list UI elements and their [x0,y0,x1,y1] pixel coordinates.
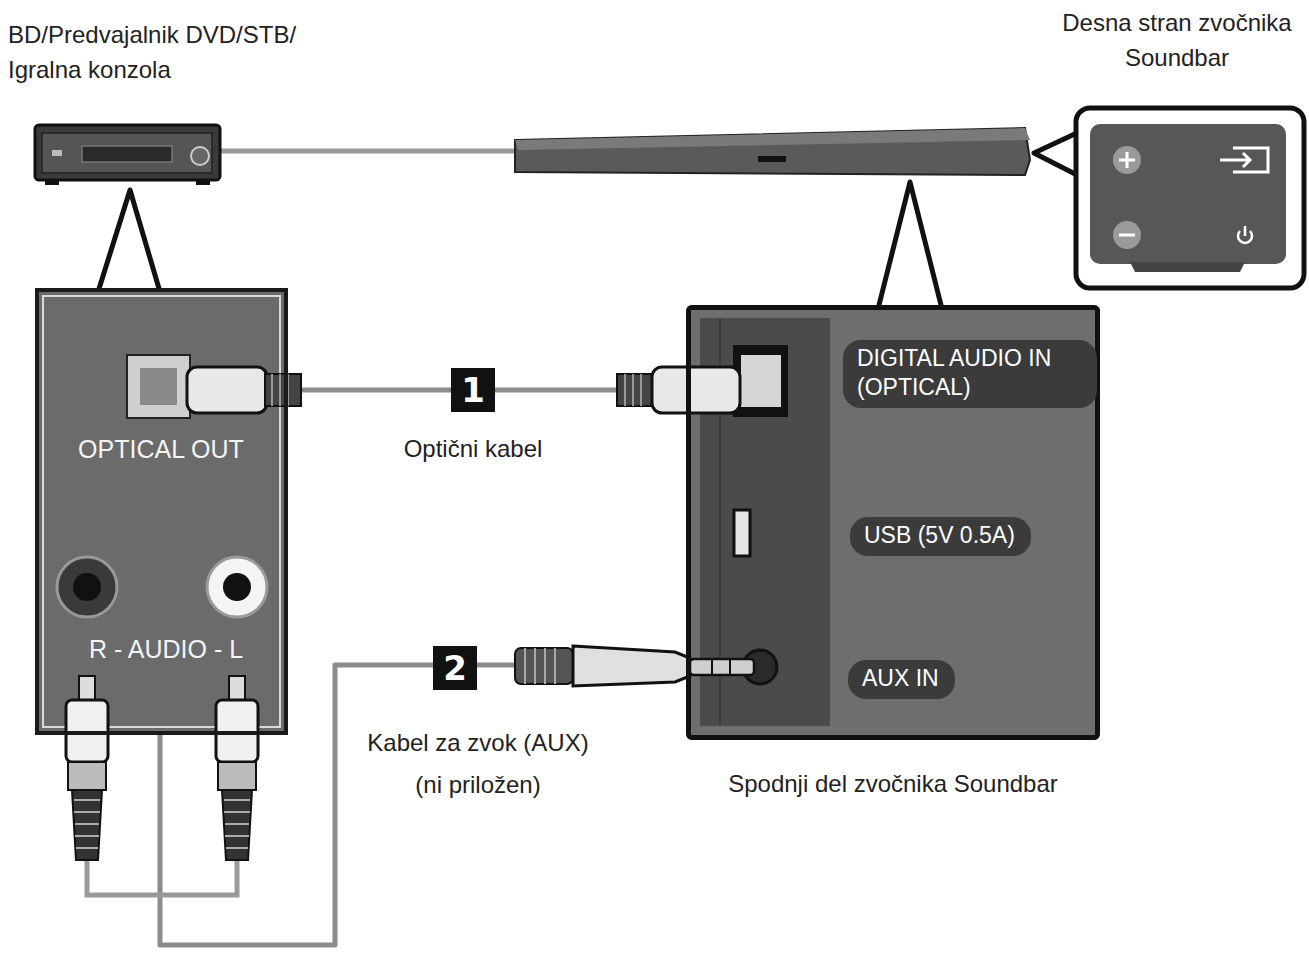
hdmi-wire [220,149,515,154]
rca-cables [87,860,237,895]
button-panel [1076,108,1304,288]
port-name: AUX IN [848,660,953,697]
panel-heading: Desna stran zvočnika Soundbar [1050,6,1304,76]
cable-note: (ni priložen) [338,768,618,803]
callout-tail [1034,132,1079,176]
port-name: DIGITAL AUDIO IN (OPTICAL) [843,340,1097,406]
port-label: DIGITAL AUDIO IN (OPTICAL) [843,340,1097,408]
port-label: AUX IN [848,660,955,699]
soundbar-bottom-panel [686,305,1100,740]
player-device [35,125,220,185]
soundbar-bottom-panel: Spodnji del zvočnika SoundbarDIGITAL AUD… [686,305,1100,740]
panel-heading: Spodnji del zvočnika Soundbar [691,770,1095,798]
device-heading: BD/Predvajalnik DVD/STB/ Igralna konzola [8,18,338,88]
aux-plug [515,646,754,686]
jack-name: OPTICAL OUT [78,435,244,464]
aux-cable [160,665,686,945]
rear-panel: OPTICAL OUT R - AUDIO - L [35,288,288,735]
rca-plug [66,676,108,860]
cable-name: Optični kabel [363,432,583,467]
callout-number: 2 [433,646,477,690]
cable-name: Kabel za zvok (AUX) [338,726,618,761]
port-name: USB (5V 0.5A) [850,517,1029,554]
device-rear-panel [35,288,288,735]
rca-plug [216,676,258,860]
callout-tail [878,182,942,309]
callout-number: 1 [451,368,495,412]
jack-name: R - AUDIO - L [89,635,243,664]
optical-plug [617,367,740,413]
soundbar [515,128,1030,175]
callout-tail [98,190,160,292]
optical-plug [187,367,301,413]
port-label: USB (5V 0.5A) [850,517,1031,556]
